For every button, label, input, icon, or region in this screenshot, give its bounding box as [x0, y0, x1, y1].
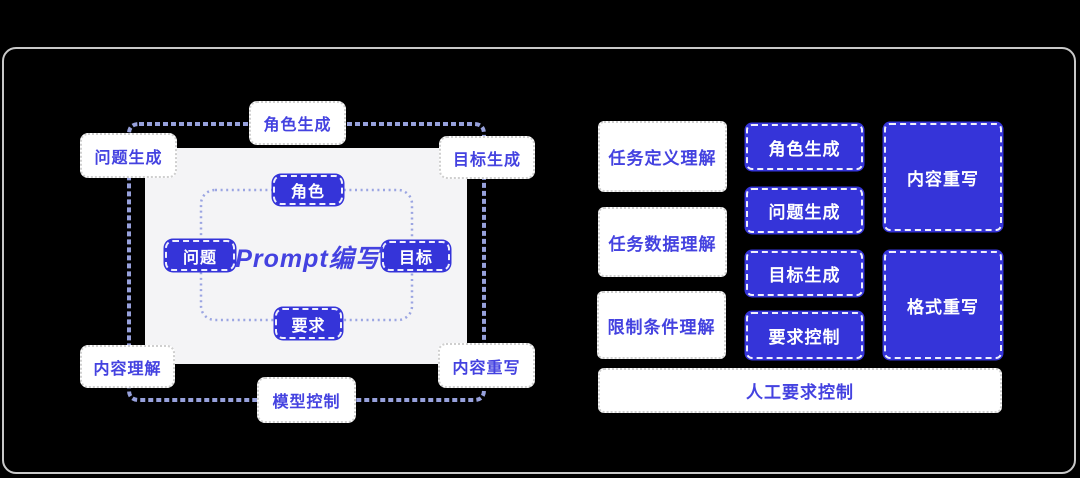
pill-question: 问题: [165, 240, 235, 271]
box-task-definition-understanding-label: 任务定义理解: [608, 149, 717, 168]
box-role-generation-label: 角色生成: [263, 117, 332, 134]
pill-requirement-label: 要求: [291, 317, 326, 335]
right-box-question-generation-label: 问题生成: [768, 203, 841, 222]
box-manual-requirement-control: 人工要求控制: [598, 368, 1002, 413]
right-box-role-generation: 角色生成: [746, 124, 863, 170]
box-manual-requirement-control-label: 人工要求控制: [746, 383, 854, 402]
right-box-question-generation: 问题生成: [746, 188, 863, 233]
figure-frame: [2, 47, 1076, 474]
prompt-title: Prompt编写: [235, 241, 381, 273]
box-goal-generation: 目标生成: [439, 136, 535, 179]
box-content-rewriting: 内容重写: [438, 343, 535, 388]
box-role-generation: 角色生成: [249, 101, 346, 145]
right-box-format-rewriting-label: 格式重写: [907, 297, 979, 317]
box-constraint-understanding: 限制条件理解: [597, 291, 726, 359]
right-box-content-rewriting: 内容重写: [884, 123, 1002, 231]
box-task-data-understanding: 任务数据理解: [598, 207, 727, 277]
box-model-control: 模型控制: [257, 377, 356, 423]
box-model-control-label: 模型控制: [272, 394, 341, 411]
right-box-content-rewriting-label: 内容重写: [907, 169, 979, 189]
box-question-generation-label: 问题生成: [94, 149, 163, 167]
right-box-role-generation-label: 角色生成: [768, 139, 841, 159]
pill-question-label: 问题: [182, 249, 217, 267]
box-task-definition-understanding: 任务定义理解: [598, 121, 727, 192]
pill-goal-label: 目标: [398, 250, 433, 267]
pill-requirement: 要求: [275, 308, 342, 339]
box-task-data-understanding-label: 任务数据理解: [608, 234, 717, 254]
box-question-generation: 问题生成: [80, 133, 177, 178]
right-box-goal-generation-label: 目标生成: [768, 266, 841, 285]
prompt-title-label: Prompt编写: [235, 245, 381, 273]
box-constraint-understanding-label: 限制条件理解: [607, 317, 716, 337]
box-content-rewriting-label: 内容重写: [452, 359, 521, 377]
box-goal-generation-label: 目标生成: [452, 151, 521, 169]
box-content-understanding: 内容理解: [80, 345, 175, 388]
pill-role: 角色: [273, 175, 343, 205]
right-box-format-rewriting: 格式重写: [884, 251, 1002, 359]
pill-role-label: 角色: [290, 184, 325, 201]
right-box-requirement-control: 要求控制: [746, 312, 863, 359]
right-box-requirement-control-label: 要求控制: [768, 328, 841, 347]
right-box-goal-generation: 目标生成: [746, 251, 863, 296]
box-content-understanding-label: 内容理解: [93, 360, 162, 378]
pill-goal: 目标: [382, 241, 450, 271]
